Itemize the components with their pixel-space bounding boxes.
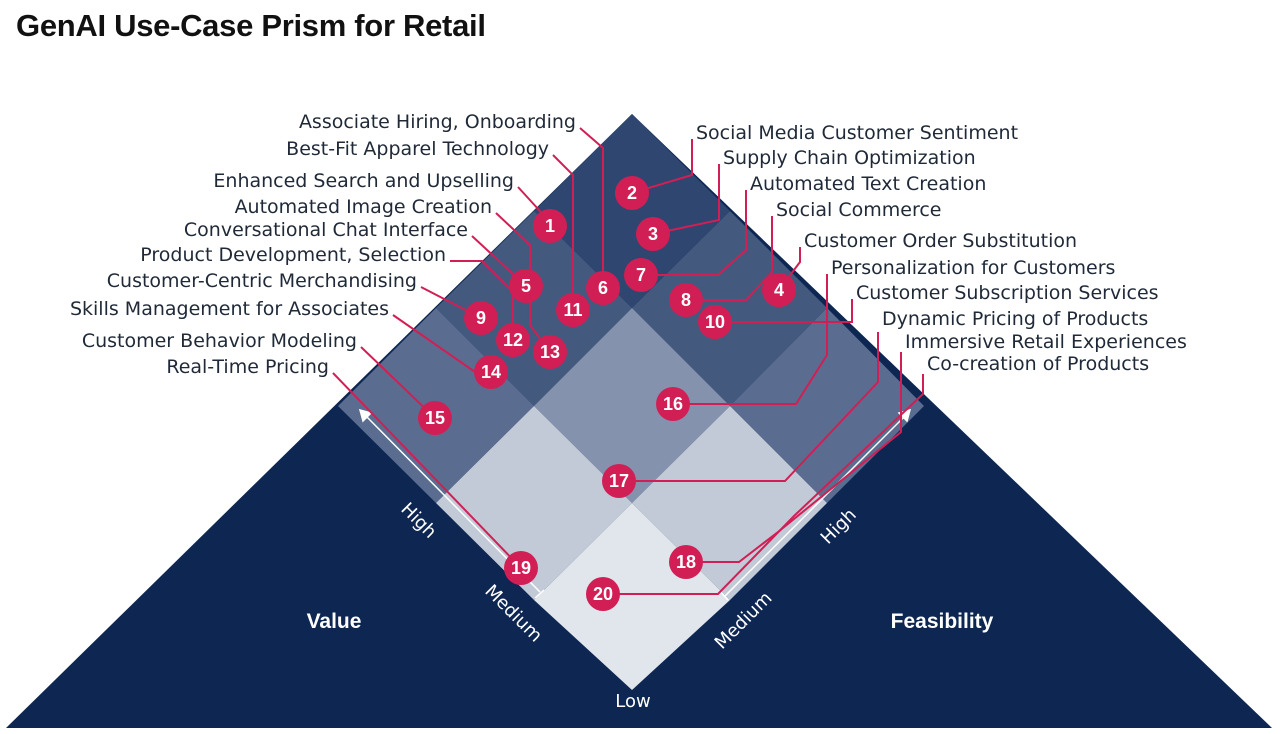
badge-1-number: 1 xyxy=(545,216,555,236)
label-12: Product Development, Selection xyxy=(140,244,446,266)
label-16: Personalization for Customers xyxy=(831,257,1115,279)
badge-11: 11 xyxy=(556,293,590,327)
prism-grid xyxy=(338,114,924,690)
badge-18-number: 18 xyxy=(676,552,696,572)
badge-4-number: 4 xyxy=(774,280,784,300)
badge-1: 1 xyxy=(533,209,567,243)
label-3: Supply Chain Optimization xyxy=(723,147,976,169)
leader-12 xyxy=(450,260,514,340)
grid-cell-value-low-feas-medium xyxy=(632,406,827,600)
label-1: Enhanced Search and Upselling xyxy=(213,170,514,192)
badge-9-number: 9 xyxy=(476,308,486,328)
low-label: Low xyxy=(615,691,650,712)
badge-2-number: 2 xyxy=(627,183,637,203)
badge-8-number: 8 xyxy=(681,290,691,310)
label-10: Customer Subscription Services xyxy=(856,282,1159,304)
badge-17-number: 17 xyxy=(609,471,629,491)
use-case-badges: 1 2 3 4 5 6 7 8 9 10 11 12 13 14 15 16 1… xyxy=(418,176,796,611)
grid-cell-value-high-feas-medium xyxy=(436,211,632,406)
badge-19: 19 xyxy=(504,551,538,585)
leader-7 xyxy=(641,190,747,276)
label-11: Best-Fit Apparel Technology xyxy=(286,138,549,160)
badge-20: 20 xyxy=(586,577,620,611)
label-15: Customer Behavior Modeling xyxy=(82,330,357,352)
label-13: Automated Image Creation xyxy=(235,196,492,218)
page-title: GenAI Use-Case Prism for Retail xyxy=(16,8,486,43)
grid-cell-value-low-feas-high xyxy=(730,308,924,503)
badge-20-number: 20 xyxy=(593,584,613,604)
feasibility-axis-label: Feasibility xyxy=(891,610,994,633)
badge-16-number: 16 xyxy=(663,394,683,414)
label-7: Automated Text Creation xyxy=(750,173,986,195)
label-5: Conversational Chat Interface xyxy=(184,219,468,241)
label-9: Customer-Centric Merchandising xyxy=(107,270,417,292)
label-19: Real-Time Pricing xyxy=(166,356,329,378)
grid-cell-medium-medium xyxy=(534,308,730,503)
badge-12: 12 xyxy=(496,323,530,357)
label-4: Customer Order Substitution xyxy=(804,230,1077,252)
badge-13-number: 13 xyxy=(540,342,560,362)
leader-10 xyxy=(715,299,853,323)
grid-cell-low-low xyxy=(534,503,730,690)
leader-19 xyxy=(332,372,522,569)
badge-8: 8 xyxy=(669,283,703,317)
badge-14-number: 14 xyxy=(481,362,501,382)
leader-15 xyxy=(360,346,436,419)
leader-17 xyxy=(619,332,879,482)
badge-19-number: 19 xyxy=(511,558,531,578)
badge-15: 15 xyxy=(418,401,452,435)
leader-2 xyxy=(631,139,693,194)
badge-12-number: 12 xyxy=(503,330,523,350)
badge-15-number: 15 xyxy=(425,408,445,428)
label-8: Social Commerce xyxy=(776,199,942,221)
leader-11 xyxy=(552,154,574,310)
badge-11-number: 11 xyxy=(563,300,582,320)
badge-14: 14 xyxy=(474,355,508,389)
value-axis-label: Value xyxy=(307,610,362,633)
badge-13: 13 xyxy=(533,335,567,369)
badge-6-number: 6 xyxy=(598,278,608,298)
leader-6 xyxy=(579,127,604,288)
badge-9: 9 xyxy=(464,301,498,335)
badge-5: 5 xyxy=(509,269,543,303)
badge-6: 6 xyxy=(586,271,620,305)
badge-17: 17 xyxy=(602,464,636,498)
label-17: Dynamic Pricing of Products xyxy=(882,308,1148,330)
use-case-labels: Associate Hiring, Onboarding Best-Fit Ap… xyxy=(70,111,1187,378)
badge-10-number: 10 xyxy=(705,312,725,332)
badge-4: 4 xyxy=(762,273,796,307)
badge-3-number: 3 xyxy=(648,224,658,244)
badge-7-number: 7 xyxy=(636,265,646,285)
badge-16: 16 xyxy=(656,387,690,421)
label-6: Associate Hiring, Onboarding xyxy=(299,111,576,133)
badge-18: 18 xyxy=(669,545,703,579)
label-14: Skills Management for Associates xyxy=(70,298,389,320)
badge-7: 7 xyxy=(624,258,658,292)
badge-10: 10 xyxy=(698,305,732,339)
leader-8 xyxy=(686,216,773,301)
leader-16 xyxy=(673,274,828,405)
label-20: Co-creation of Products xyxy=(927,353,1149,375)
leader-20 xyxy=(603,374,924,595)
badge-3: 3 xyxy=(636,217,670,251)
grid-cell-value-medium-feas-high xyxy=(632,211,827,406)
badge-2: 2 xyxy=(615,176,649,210)
label-2: Social Media Customer Sentiment xyxy=(696,122,1018,144)
label-18: Immersive Retail Experiences xyxy=(905,331,1187,353)
leader-3 xyxy=(652,164,720,235)
badge-5-number: 5 xyxy=(521,276,531,296)
